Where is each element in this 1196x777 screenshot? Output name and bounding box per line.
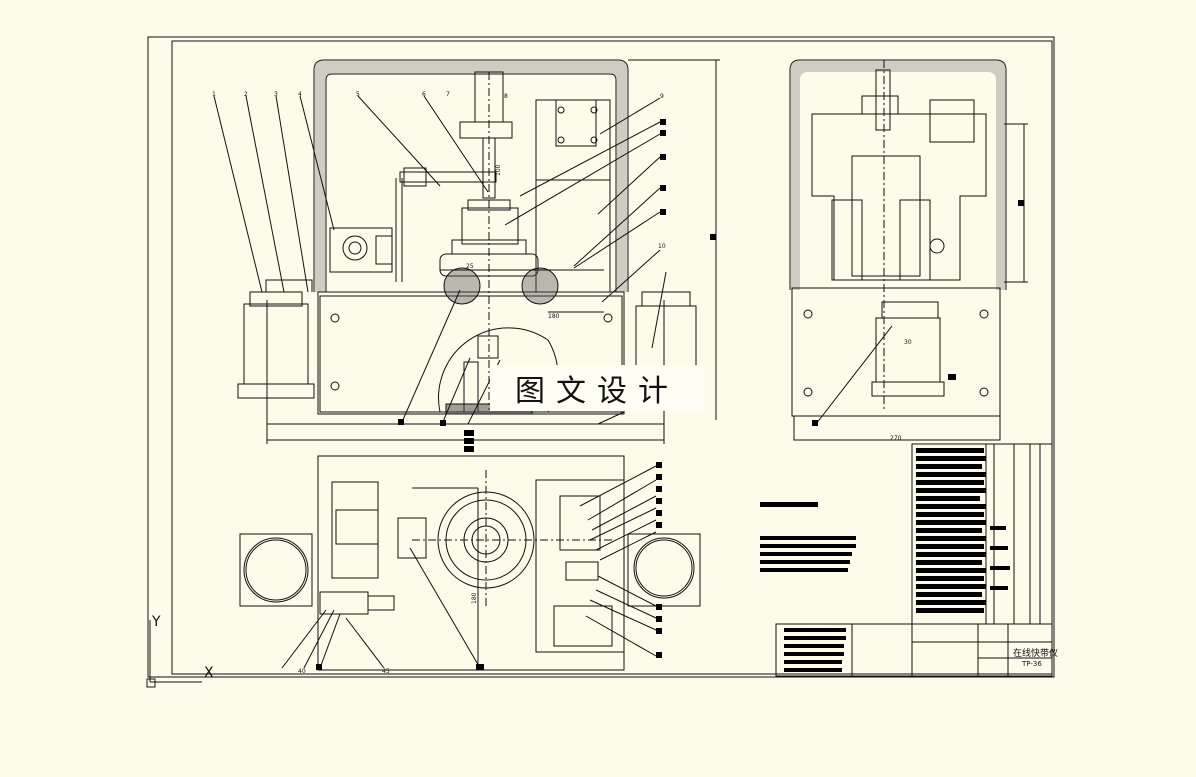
balloon-45: 45 — [382, 668, 390, 675]
balloon-1: 1 — [212, 91, 216, 98]
balloon-4: 4 — [298, 91, 302, 98]
ucs-icon — [149, 620, 202, 683]
watermark: 图文设计 — [490, 365, 704, 411]
parts-list-fill — [316, 119, 1024, 672]
balloon-3: 3 — [274, 91, 278, 98]
dim-side-offset: 30 — [904, 339, 912, 346]
title-block — [775, 443, 1053, 677]
housing-inner — [325, 73, 617, 292]
housing-outer — [313, 59, 629, 292]
balloon-10: 10 — [658, 243, 666, 250]
side-view — [789, 59, 1028, 441]
ucs-x-label: X — [204, 665, 214, 681]
balloon-6: 6 — [422, 91, 426, 98]
dim-front-width: 180 — [548, 313, 560, 320]
dim-side-width: 270 — [890, 435, 902, 442]
balloon-7: 7 — [446, 91, 450, 98]
title-product-name: 在线快带仪 — [1013, 649, 1059, 659]
plan-view — [239, 455, 701, 671]
balloon-9: 9 — [660, 93, 664, 100]
balloon-2: 2 — [244, 91, 248, 98]
inner-frame — [171, 40, 1053, 675]
dim-offset: 25 — [466, 263, 474, 270]
balloon-5: 5 — [356, 91, 360, 98]
balloon-8: 8 — [504, 93, 508, 100]
outer-frame — [147, 36, 1055, 678]
balloon-40: 40 — [298, 668, 306, 675]
dim-plan-height: 180 — [471, 592, 478, 604]
ucs-y-label: Y — [152, 614, 161, 630]
dim-front-height: 100 — [495, 164, 502, 176]
title-drawing-code: TP-36 — [1022, 660, 1042, 668]
